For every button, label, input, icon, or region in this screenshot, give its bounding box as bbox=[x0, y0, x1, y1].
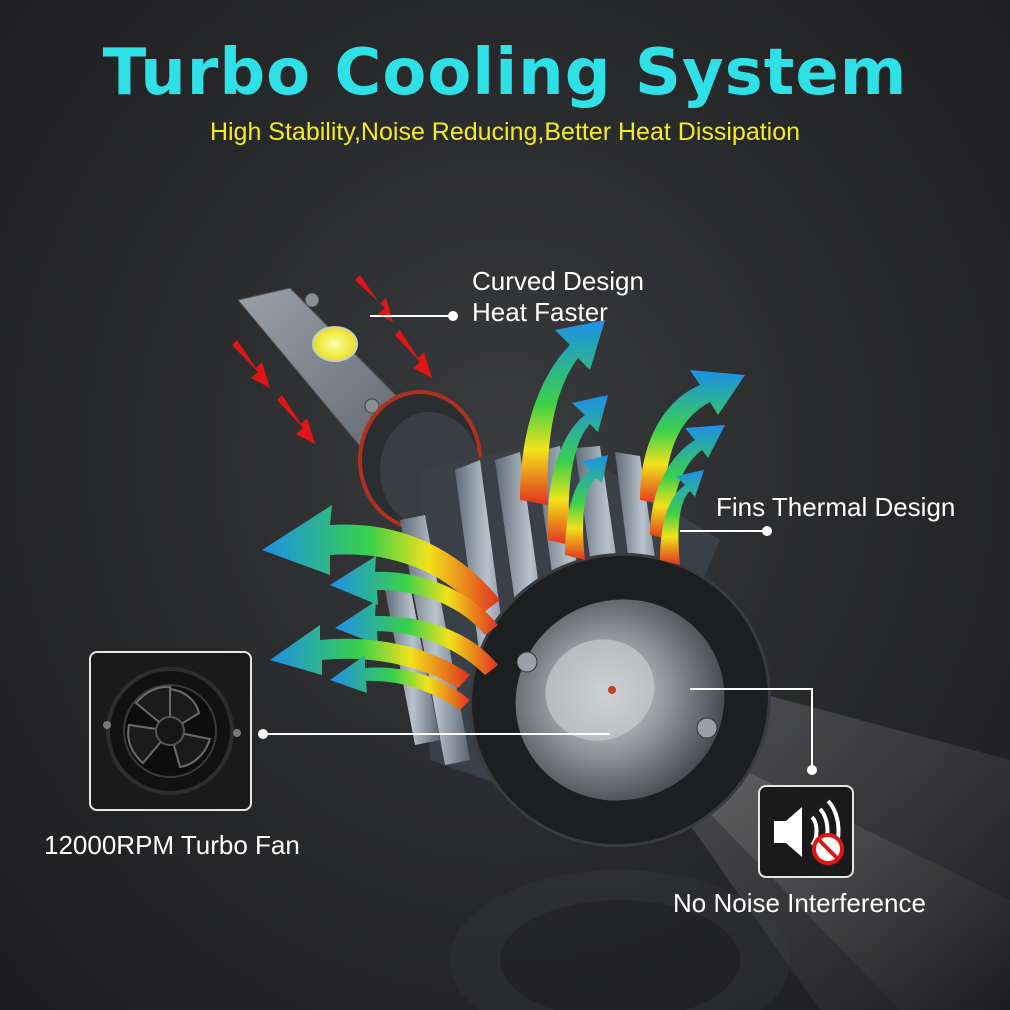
curved-design-line1: Curved Design bbox=[472, 266, 644, 296]
fan-label: 12000RPM Turbo Fan bbox=[44, 830, 300, 860]
led-chip bbox=[312, 326, 358, 362]
cooling-arrows-left bbox=[262, 505, 500, 710]
curved-design-label: Curved Design Heat Faster bbox=[472, 266, 644, 328]
noise-inset bbox=[758, 785, 854, 878]
noise-label: No Noise Interference bbox=[673, 888, 926, 918]
noise-leader bbox=[690, 688, 813, 770]
callout-lines bbox=[264, 315, 813, 770]
page-title: Turbo Cooling System bbox=[102, 36, 908, 110]
fan-housing bbox=[469, 552, 771, 848]
speaker-muted-icon bbox=[774, 799, 844, 865]
fan-icon bbox=[103, 667, 241, 795]
heat-arrows bbox=[232, 275, 432, 444]
cooling-arrows-up bbox=[520, 320, 745, 565]
floor-reflection bbox=[450, 870, 790, 1010]
fan-inset bbox=[89, 651, 252, 811]
callout-dots bbox=[258, 311, 817, 775]
page-subtitle: High Stability,Noise Reducing,Better Hea… bbox=[209, 118, 801, 146]
fins-label: Fins Thermal Design bbox=[716, 492, 956, 522]
curved-design-line2: Heat Faster bbox=[472, 297, 608, 327]
